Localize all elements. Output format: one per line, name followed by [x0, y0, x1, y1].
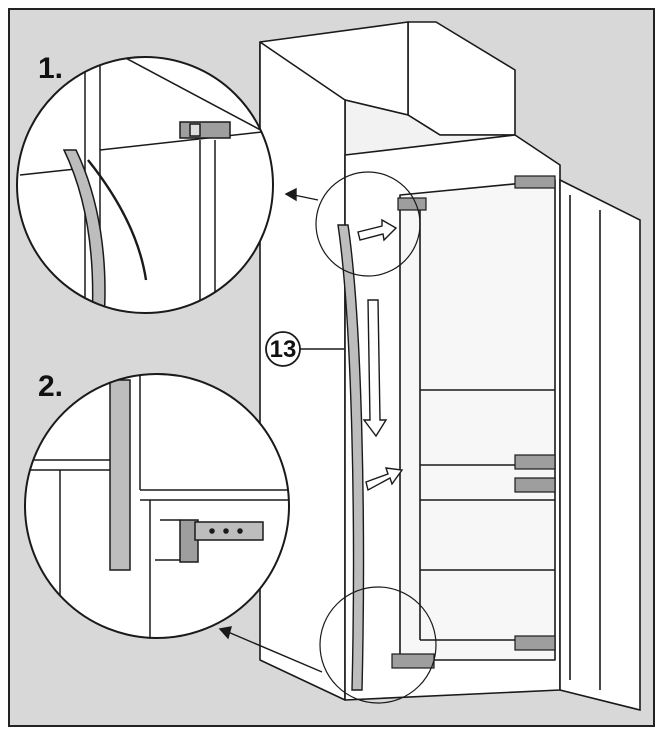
arrow-right-top: [357, 218, 398, 242]
arrow-down: [362, 299, 388, 438]
hinge-top: [397, 175, 556, 211]
magnified-view-1: [16, 56, 274, 314]
appliance-door: [559, 178, 641, 712]
seal-strip: [337, 224, 365, 691]
hinge-bottom: [391, 635, 556, 669]
arrow-right-middle: [365, 467, 404, 492]
leader-arrow-2: [218, 626, 323, 673]
cabinet-housing: [259, 21, 561, 701]
part-number-13: 13: [270, 336, 297, 363]
step-2-label: 2.: [38, 370, 64, 403]
leader-arrow-1: [284, 187, 319, 202]
detail-circle-top: [315, 171, 421, 277]
step-1-label: 1.: [38, 52, 64, 85]
magnified-view-2: [24, 373, 290, 639]
detail-circle-bottom: [319, 586, 437, 704]
part-callout: 13: [265, 331, 344, 367]
hinge-middle: [514, 454, 556, 493]
